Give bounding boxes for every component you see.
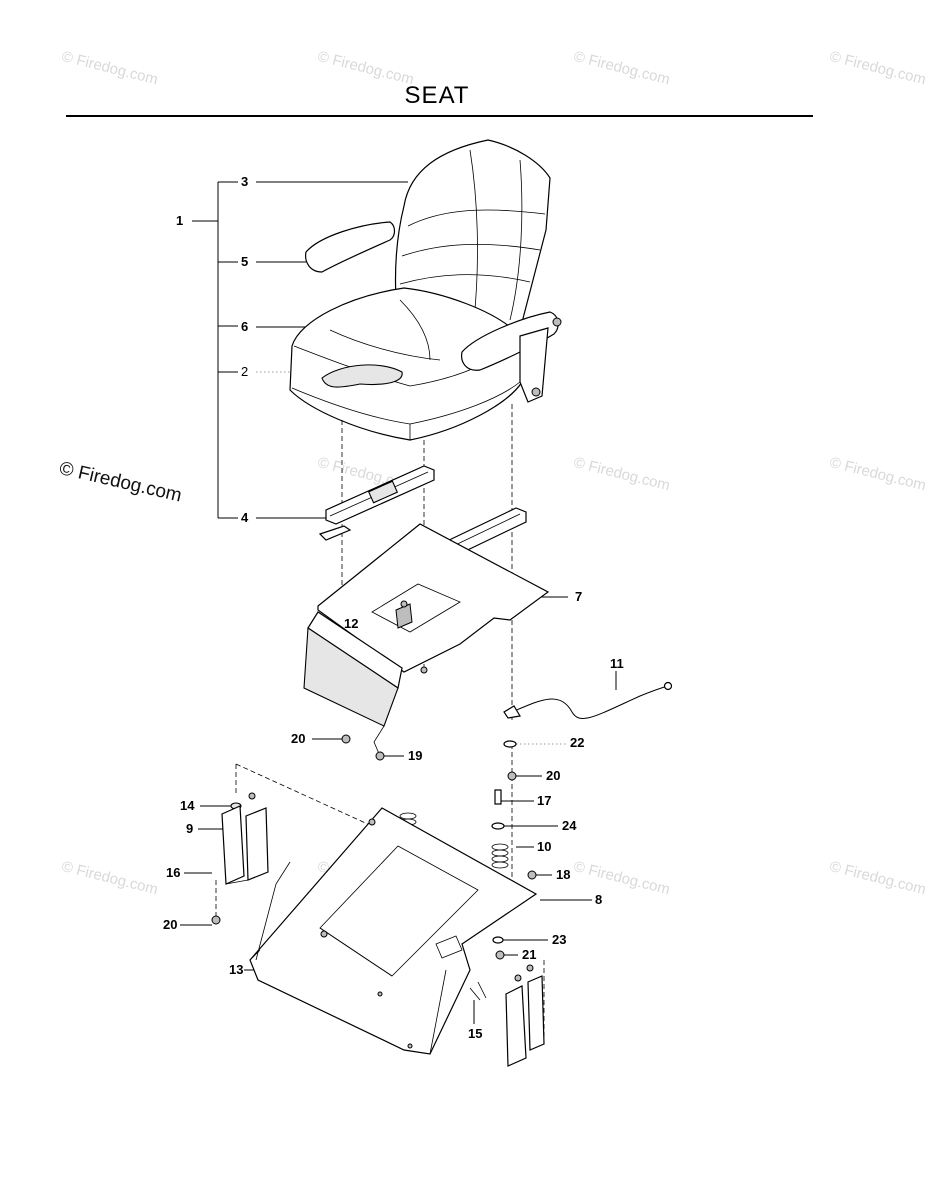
callout-14: 14 (180, 798, 195, 813)
callout-11: 11 (610, 656, 624, 671)
callout-21: 21 (522, 947, 537, 962)
callout-12: 12 (344, 616, 359, 631)
callout-7: 7 (575, 589, 583, 604)
callout-9: 9 (186, 821, 194, 836)
callout-20: 20 (163, 917, 178, 932)
callout-22: 22 (570, 735, 585, 750)
callout-6: 6 (241, 319, 249, 334)
callout-23: 23 (552, 932, 567, 947)
group-bracket (192, 181, 238, 519)
hinge-bracket-left (221, 792, 269, 885)
callout-3: 3 (241, 174, 249, 189)
callout-2: 2 (241, 364, 249, 379)
seat-assembly (289, 139, 562, 441)
callout-13: 13 (229, 962, 244, 977)
page-title: SEAT (404, 82, 470, 109)
callout-19: 19 (408, 748, 423, 763)
callout-17: 17 (537, 793, 552, 808)
callout-24: 24 (562, 818, 577, 833)
callout-18: 18 (556, 867, 571, 882)
seat-plate (303, 523, 550, 757)
callout-20: 20 (291, 731, 306, 746)
callout-15: 15 (468, 1026, 483, 1041)
callout-16: 16 (166, 865, 181, 880)
title-rule (66, 115, 813, 117)
callout-10: 10 (537, 839, 552, 854)
callout-20: 20 (546, 768, 561, 783)
callout-8: 8 (595, 892, 603, 907)
seat-pan-frame (249, 807, 538, 1055)
callout-4: 4 (241, 510, 249, 525)
wiring-harness (503, 681, 673, 719)
callout-1: 1 (176, 213, 184, 228)
hinge-bracket-right (505, 964, 545, 1067)
callout-5: 5 (241, 254, 249, 269)
